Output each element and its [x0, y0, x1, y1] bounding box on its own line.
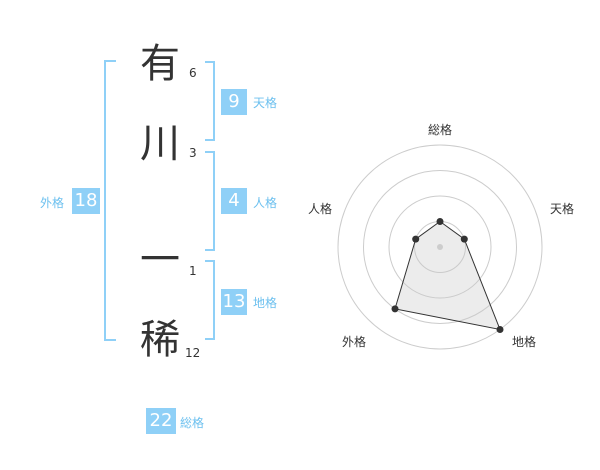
stroke-count-4: 12 [185, 346, 201, 360]
soukaku-label: 総格 [180, 416, 205, 430]
radar-point-chikaku [496, 326, 504, 333]
radar-rings [337, 144, 543, 350]
radar-point-gaikaku [391, 305, 399, 313]
chikaku-bracket [205, 260, 215, 340]
radar-label-tenkaku: 天格 [550, 201, 574, 216]
jinkaku-label: 人格 [253, 196, 278, 210]
gaikaku-value: 18 [72, 188, 100, 214]
chikaku-value: 13 [221, 289, 247, 315]
radar-polygon [394, 220, 501, 331]
radar-chart: 総格 天格 人格 地格 外格 [308, 122, 574, 350]
jinkaku-bracket [205, 151, 215, 251]
name-char-1: 有 [140, 41, 180, 87]
radar-point-tenkaku [460, 235, 468, 243]
radar-label-jinkaku: 人格 [308, 201, 332, 216]
radar-label-chikaku: 地格 [512, 334, 536, 349]
gaikaku-label: 外格 [40, 196, 65, 210]
chikaku-label: 地格 [253, 296, 278, 310]
tenkaku-label: 天格 [253, 96, 278, 110]
tenkaku-value: 9 [221, 89, 247, 115]
jinkaku-value: 4 [221, 188, 247, 214]
name-char-4: 稀 [140, 317, 180, 363]
radar-point-soukaku [436, 218, 444, 225]
radar-label-gaikaku: 外格 [342, 334, 366, 349]
stroke-count-3: 1 [189, 264, 197, 278]
stroke-count-2: 3 [189, 146, 197, 160]
name-char-2: 川 [140, 121, 180, 167]
name-char-3: 一 [140, 237, 180, 283]
gaikaku-bracket [104, 60, 116, 341]
tenkaku-bracket [205, 61, 215, 141]
stroke-count-1: 6 [189, 66, 197, 80]
radar-point-jinkaku [412, 235, 420, 243]
radar-label-soukaku: 総格 [428, 122, 452, 137]
soukaku-value: 22 [146, 408, 176, 434]
